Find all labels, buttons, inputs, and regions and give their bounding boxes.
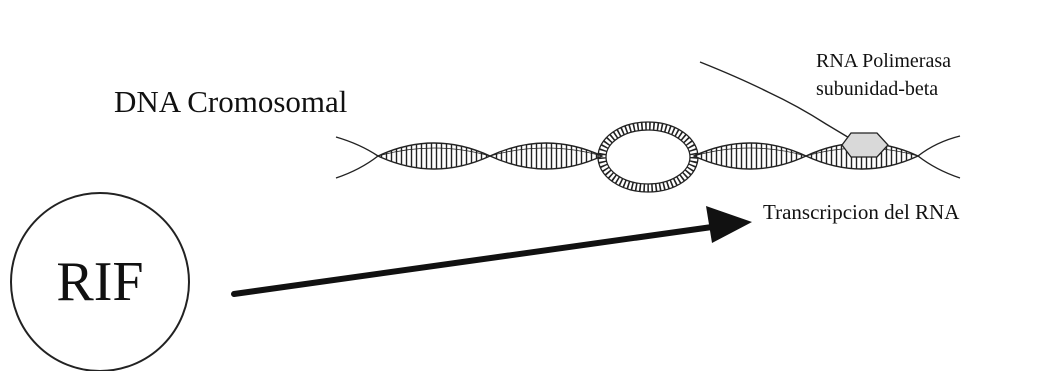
polymerase-label-line2: subunidad-beta [816,78,938,101]
dna-right-end [918,136,960,178]
rna-polymerase-beta-icon [842,133,888,157]
polymerase-label-line1: RNA Polimerasa [816,50,951,73]
dna-helix-segment-1 [378,143,490,169]
inhibition-arrow [234,206,752,294]
transcription-label: Transcripcion del RNA [763,200,959,225]
dna-helix-segment-2 [490,143,602,169]
dna-transcription-bubble [598,122,698,192]
dna-label: DNA Cromosomal [114,84,347,120]
rif-label: RIF [10,208,190,356]
dna-helix-segment-3 [694,143,806,169]
dna-left-end [336,137,378,178]
rna-strand [700,62,856,142]
